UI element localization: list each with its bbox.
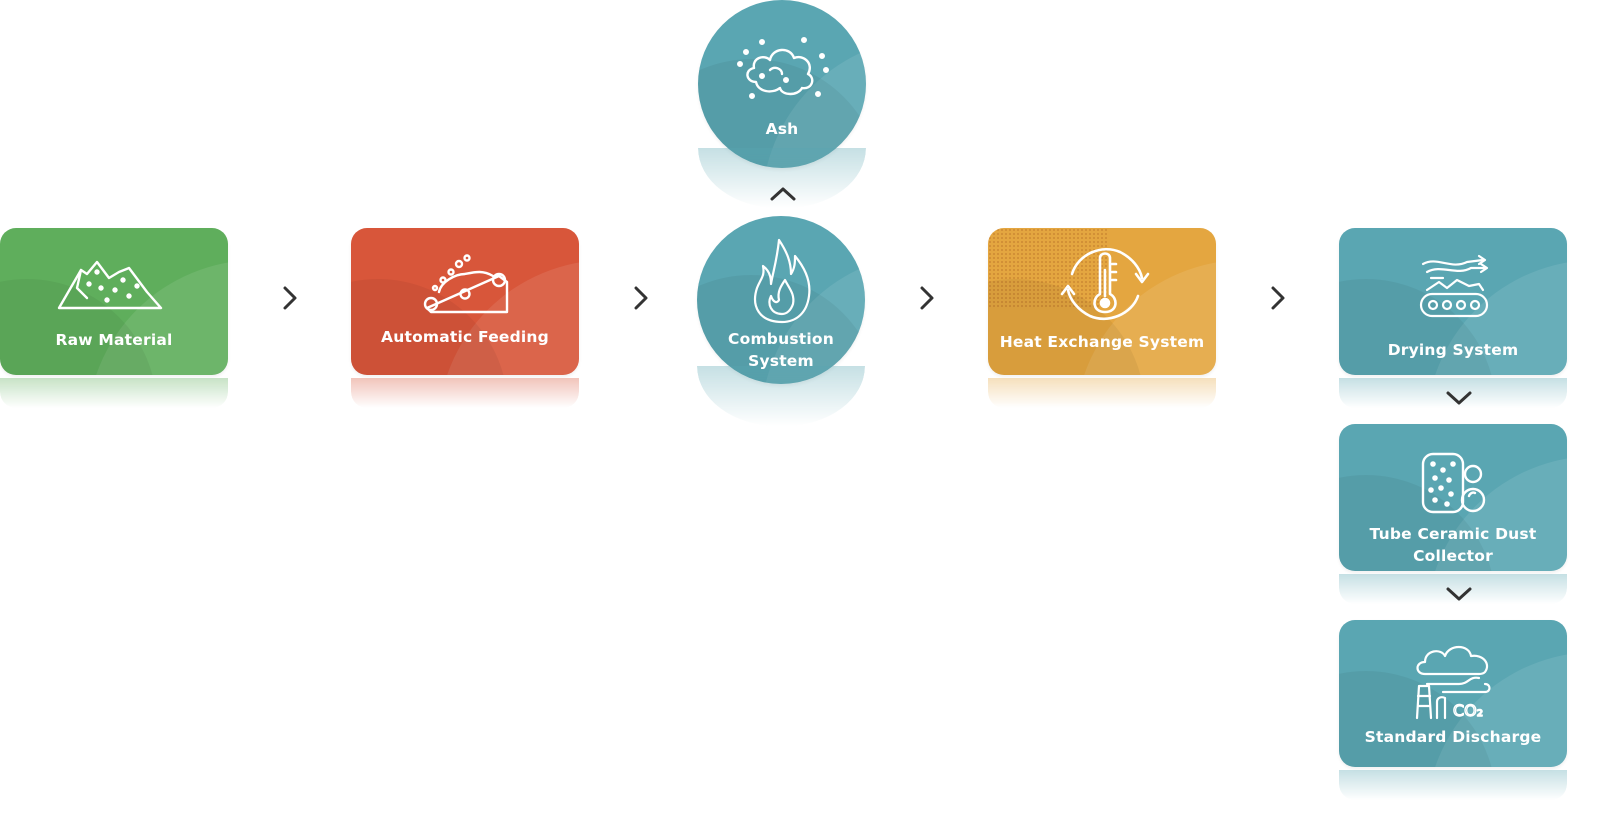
node-label-line: System: [748, 352, 814, 370]
arrow-down-icon: [1445, 580, 1473, 608]
node-tube-ceramic-dust-collector: Tube Ceramic Dust Collector: [1339, 424, 1567, 571]
reflection: [351, 378, 579, 408]
node-label: Automatic Feeding: [381, 328, 549, 346]
reflection: [988, 378, 1216, 408]
co2-icon-text: CO₂: [1453, 701, 1483, 720]
node-label-line: Collector: [1413, 547, 1493, 565]
reflection: [697, 366, 865, 426]
node-combustion-system: Combustion System: [697, 216, 865, 384]
arrow-down-icon: [1445, 384, 1473, 412]
co2-chimney-icon: CO₂: [1413, 640, 1495, 721]
node-label: Drying System: [1387, 341, 1519, 359]
node-label: Raw Material: [55, 331, 173, 349]
arrow-right-icon: [1264, 284, 1292, 312]
node-label: Ash: [765, 120, 799, 138]
node-ash: Ash: [698, 0, 866, 168]
dryer-conveyor-icon: [1417, 254, 1491, 320]
reflection: [1339, 574, 1567, 604]
arrow-right-icon: [276, 284, 304, 312]
node-standard-discharge: CO₂ Standard Discharge: [1339, 620, 1567, 767]
node-label-line: Tube Ceramic Dust: [1369, 525, 1537, 543]
node-label: Standard Discharge: [1364, 728, 1542, 746]
flame-icon: [749, 236, 815, 324]
node-automatic-feeding: Automatic Feeding: [351, 228, 579, 375]
node-raw-material: Raw Material: [0, 228, 228, 375]
thermometer-cycle-icon: [1058, 244, 1152, 324]
arrow-right-icon: [913, 284, 941, 312]
node-label: Heat Exchange System: [999, 333, 1205, 351]
conveyor-feeder-icon: [421, 252, 511, 316]
reflection: [0, 378, 228, 408]
node-drying-system: Drying System: [1339, 228, 1567, 375]
reflection: [1339, 378, 1567, 408]
arrow-up-icon: [769, 180, 797, 208]
ash-cloud-icon: [732, 34, 832, 106]
node-label-line: Combustion: [728, 330, 834, 348]
dust-collector-icon: [1419, 450, 1489, 518]
node-heat-exchange-system: Heat Exchange System: [988, 228, 1216, 375]
node-label: Tube Ceramic Dust Collector: [1345, 523, 1561, 567]
reflection: [1339, 770, 1567, 800]
pile-of-material-icon: [57, 258, 163, 310]
node-label: Combustion System: [703, 328, 859, 372]
arrow-right-icon: [627, 284, 655, 312]
